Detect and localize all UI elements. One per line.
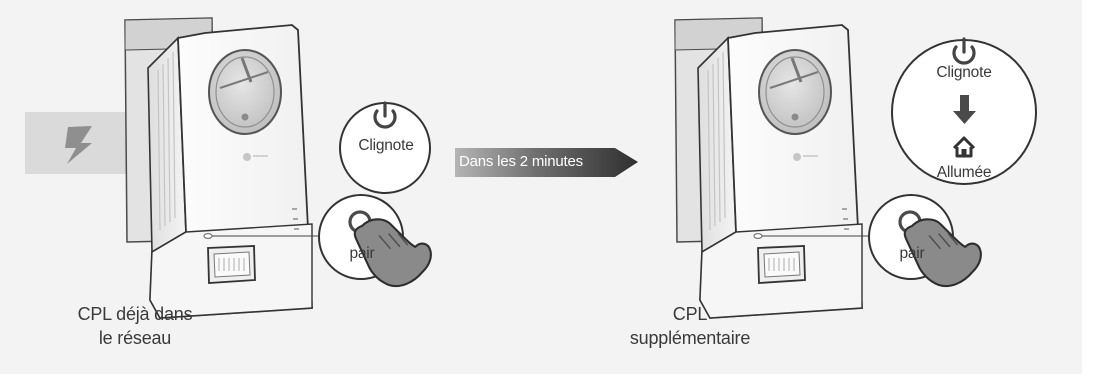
hand-icon bbox=[903, 218, 982, 288]
bubble-pair-left bbox=[318, 194, 432, 288]
caption-additional-adapter: CPL supplémentaire bbox=[629, 304, 751, 348]
time-arrow bbox=[455, 148, 638, 177]
pair-label: pair bbox=[349, 245, 375, 262]
home-icon bbox=[952, 136, 976, 158]
bubble-blink-left bbox=[339, 101, 431, 194]
blink-label: Clignote bbox=[936, 64, 992, 81]
power-icon bbox=[952, 37, 976, 65]
adapter-existing bbox=[123, 16, 322, 320]
bubble-pair-right bbox=[868, 194, 982, 288]
pair-label: pair bbox=[899, 245, 925, 262]
blink-label: Clignote bbox=[358, 137, 414, 154]
bubble-blink-then-on bbox=[891, 37, 1037, 185]
power-icon bbox=[373, 101, 397, 129]
caption-existing-adapter: CPL déjà dans le réseau bbox=[77, 304, 193, 348]
arrow-down-icon bbox=[953, 95, 976, 124]
adapter-additional bbox=[673, 16, 872, 320]
hand-icon bbox=[353, 218, 432, 288]
on-label: Allumée bbox=[936, 164, 992, 181]
time-arrow-label: Dans les 2 minutes bbox=[459, 153, 583, 170]
power-bolt-icon bbox=[65, 126, 92, 164]
